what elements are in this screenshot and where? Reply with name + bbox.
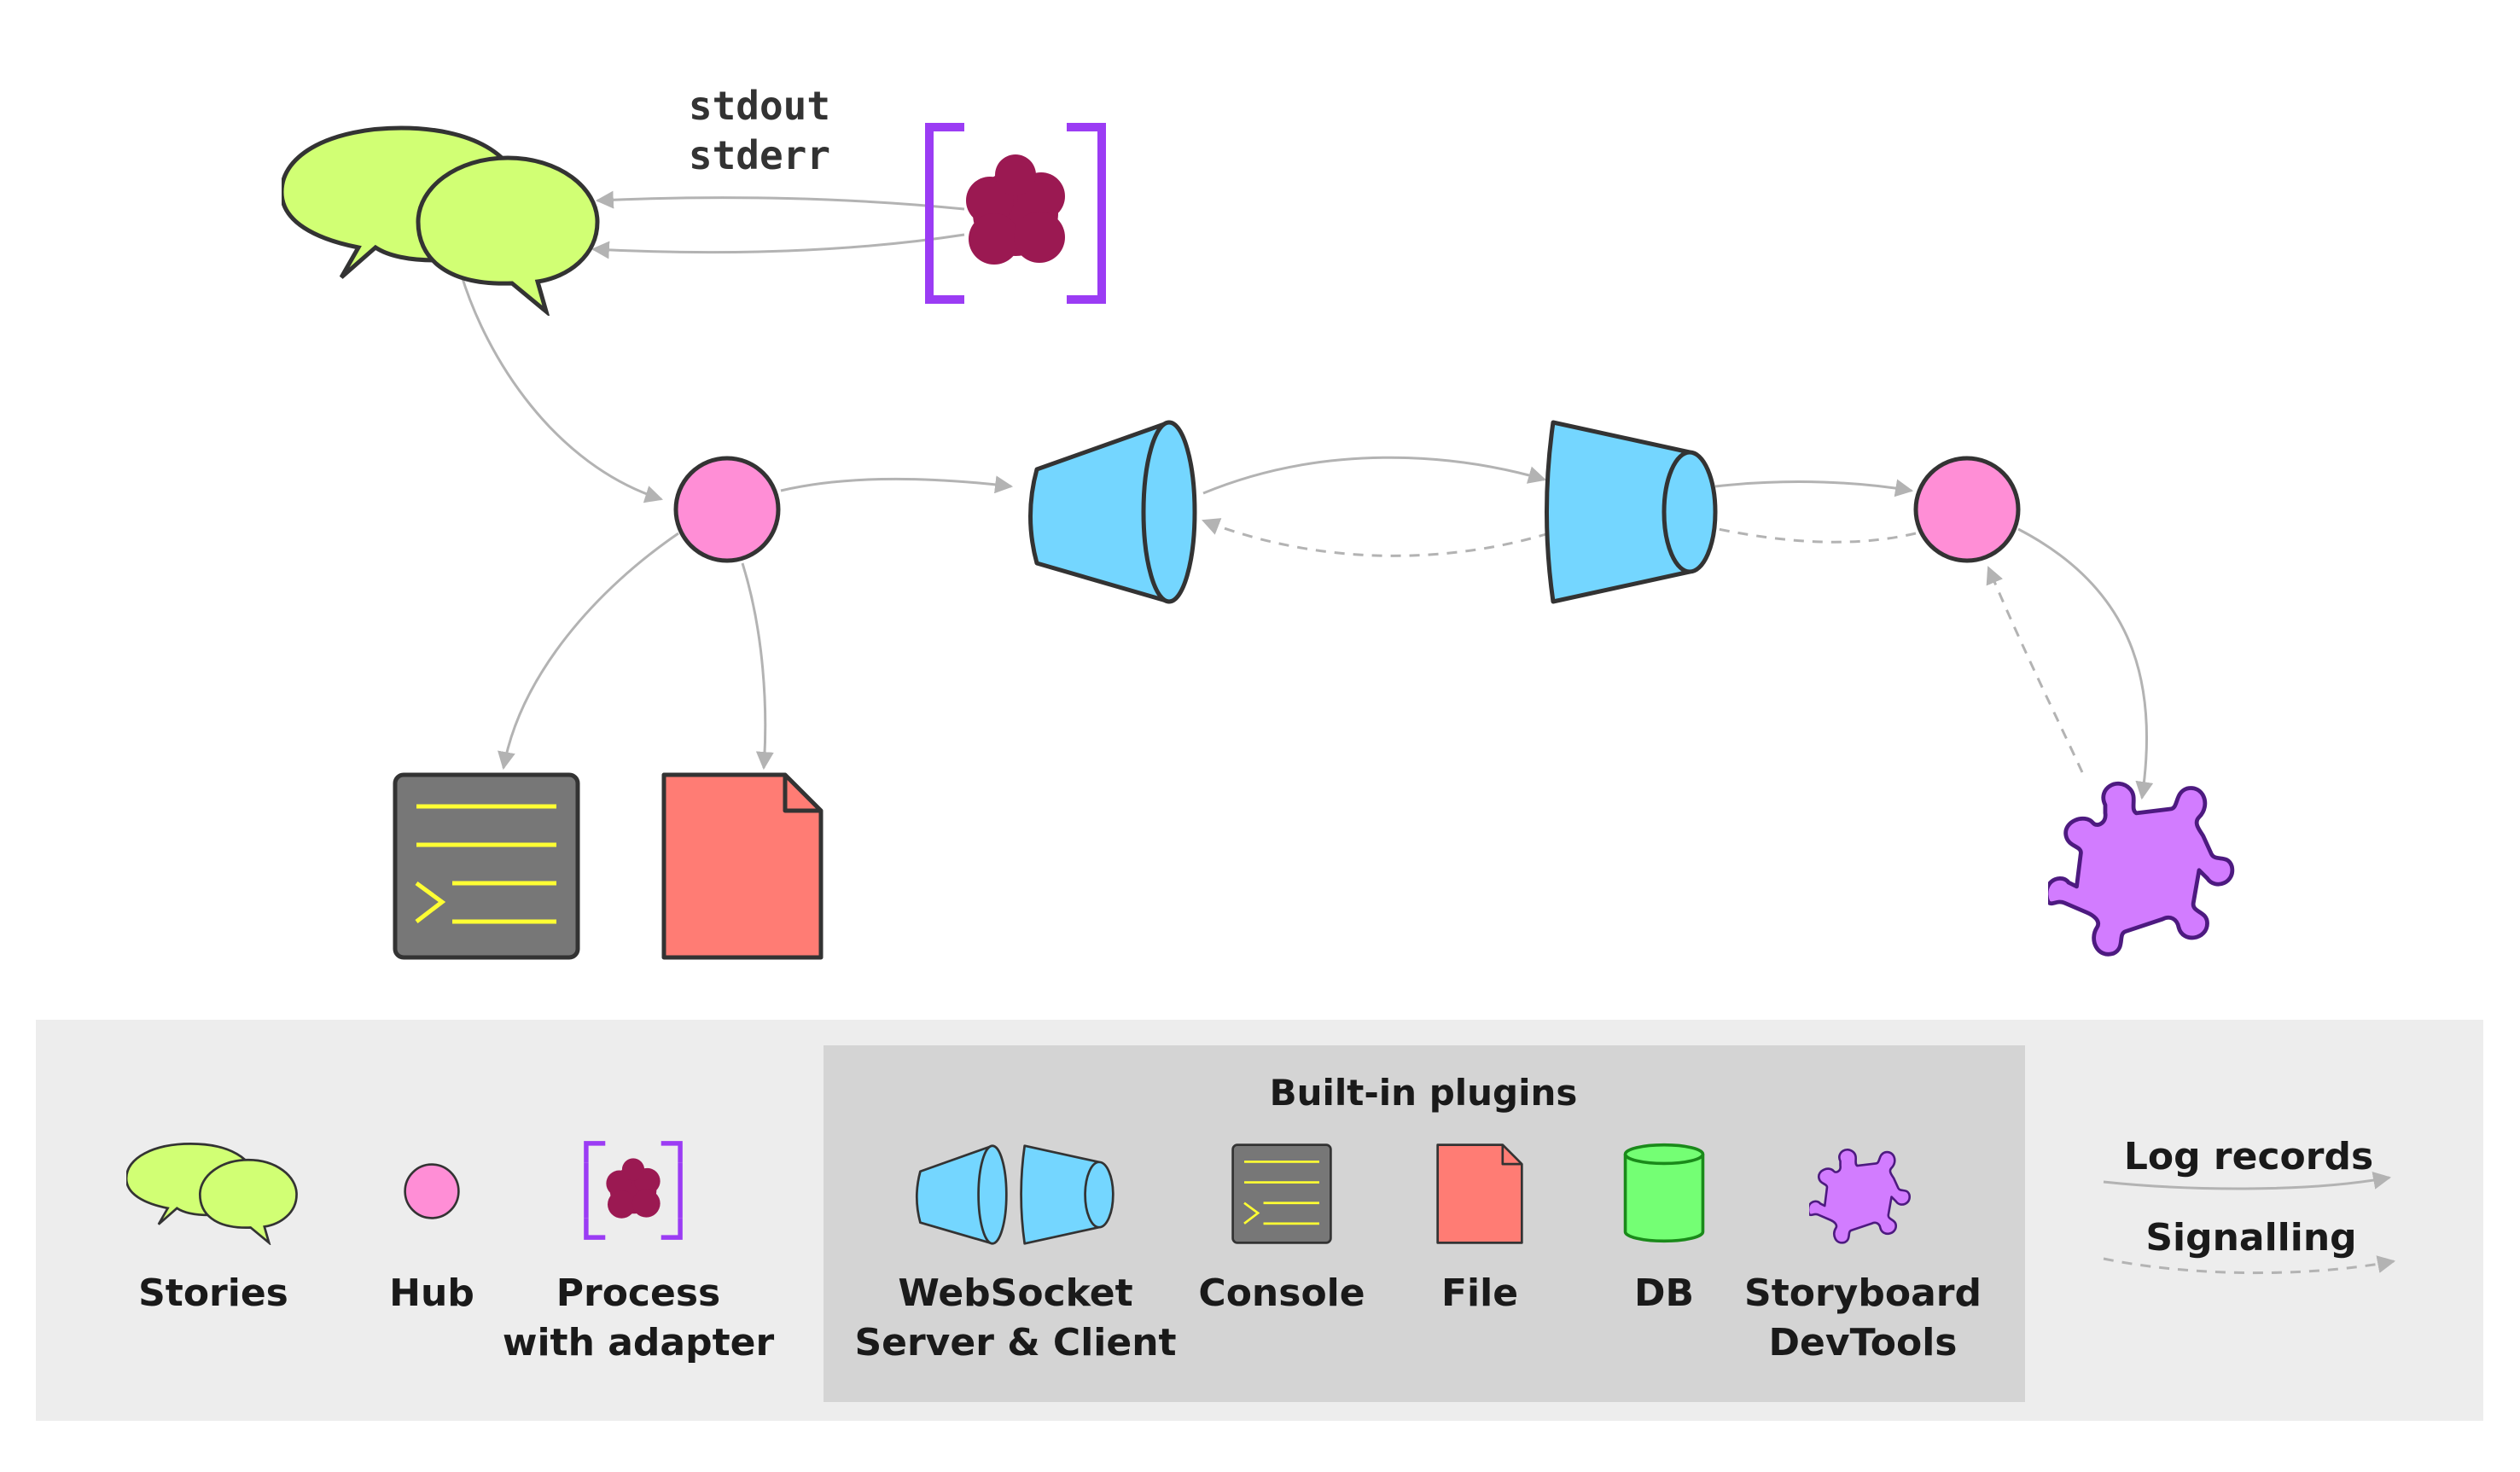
stories-node-icon [282,128,597,311]
legend-log-records-label: Log records [2124,1135,2373,1178]
legend-solid-arrow [2103,1172,2392,1190]
legend-stories-label: Stories [138,1271,288,1315]
console-icon [1231,1143,1332,1244]
legend-process-label-line2: with adapter [503,1321,775,1364]
hub-to-console-edge [498,532,679,771]
legend-process-label-line1: Process [556,1271,720,1315]
stderr-edge [591,233,965,259]
hub-to-file-edge [741,562,774,771]
hub-node-icon [676,458,778,561]
ws-to-ws-signal-edge [1202,518,1550,557]
hub-to-ws-edge [780,475,1014,494]
legend-websocket-label-line2: Server & Client [854,1321,1176,1364]
hub-icon [404,1163,460,1219]
devtools-to-hub-signal-edge [1986,566,2084,773]
stories-to-hub-edge [459,272,663,503]
devtools-node-icon [2046,783,2232,954]
hub-node-icon [1916,458,2018,561]
websocket-server-icon [1031,422,1196,602]
edges [459,190,2154,800]
stdout-label: stdout [689,83,830,129]
legend-file-label: File [1441,1271,1518,1315]
stdout-edge [595,190,965,211]
ws-to-hub-edge [1714,479,1914,497]
stderr-label: stderr [689,132,830,178]
console-node-icon [395,775,578,957]
hub-to-devtools-edge [2017,527,2154,800]
legend-db-label: DB [1634,1271,1694,1315]
legend-websocket-label-line1: WebSocket [898,1271,1132,1315]
ws-to-ws-edge [1202,456,1547,495]
legend-signalling-label: Signalling [2145,1216,2356,1260]
db-icon [1623,1143,1705,1243]
hub-to-ws-signal-edge [1696,519,1917,544]
plugins-title: Built-in plugins [1270,1072,1578,1114]
legend-devtools-label-line1: Storyboard [1744,1271,1982,1315]
legend-console-label: Console [1198,1271,1365,1315]
legend-devtools-label-line2: DevTools [1769,1321,1958,1364]
file-icon [1436,1143,1523,1244]
process-node-icon [925,123,1106,304]
legend: Stories Hub Process with adapter Built-i… [36,1020,2483,1421]
websocket-client-icon [1547,422,1716,602]
legend-hub-label: Hub [389,1271,474,1315]
file-node-icon [664,775,821,957]
